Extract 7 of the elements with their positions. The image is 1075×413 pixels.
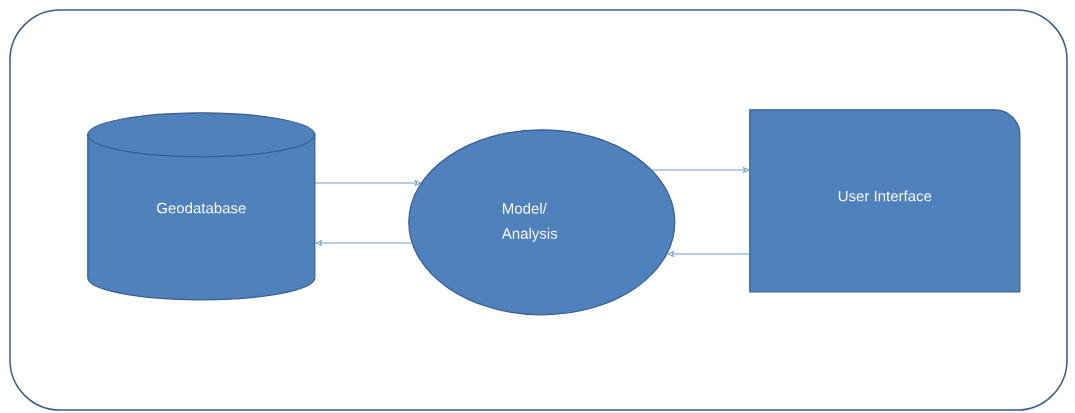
arrow: [314, 180, 422, 186]
arrow: [315, 240, 413, 246]
arrow: [651, 167, 750, 173]
arrow: [667, 251, 751, 257]
container-box: [9, 9, 1068, 411]
interface-box: User Interface: [749, 109, 1021, 293]
database-cylinder: Geodatabase: [87, 112, 316, 301]
